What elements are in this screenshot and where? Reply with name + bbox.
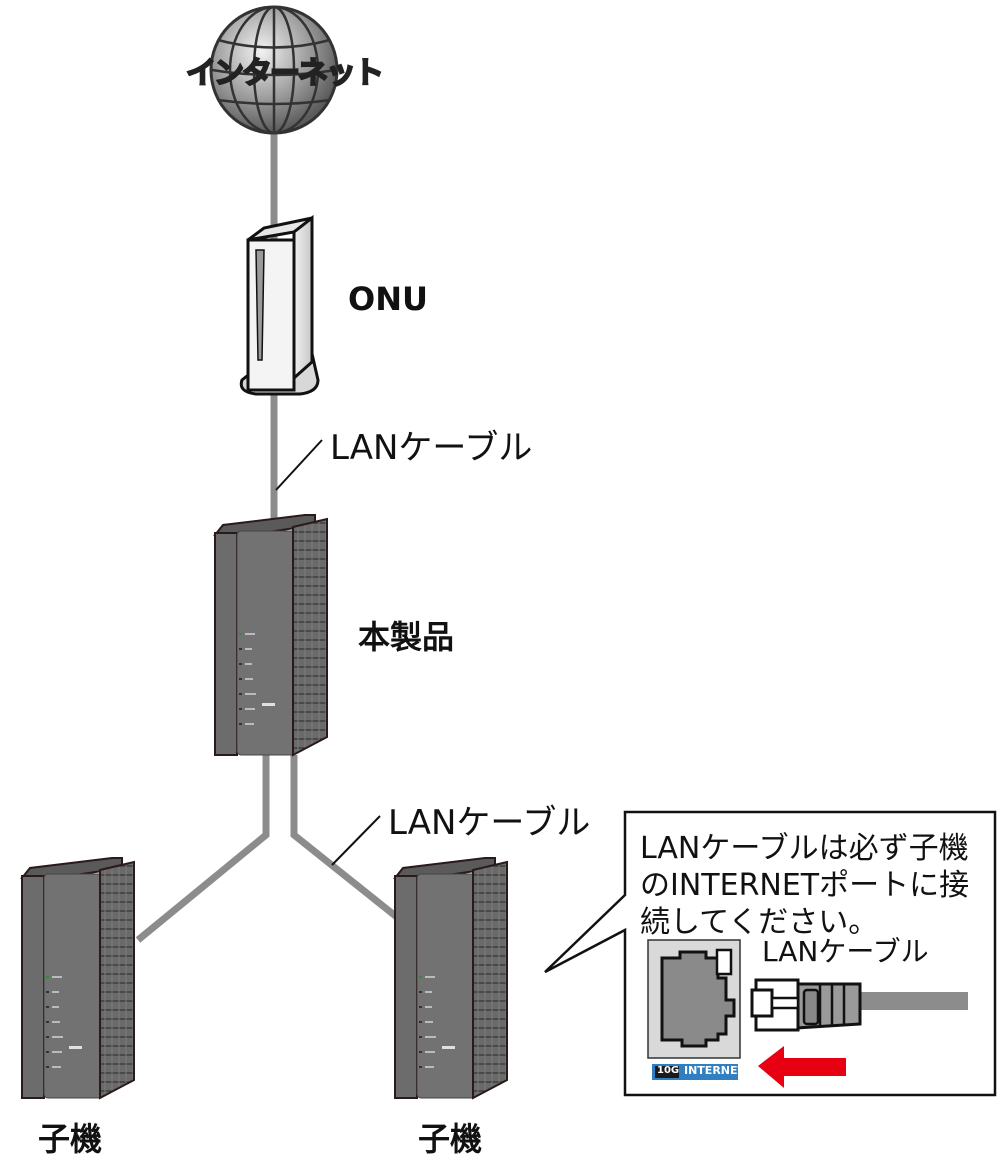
child-right-label: 子機 — [418, 1120, 483, 1158]
lan-plug-icon — [750, 978, 968, 1032]
child-left-label: 子機 — [38, 1120, 103, 1158]
internet-port-icon — [647, 939, 741, 1059]
port-badge-speed: 10G — [657, 1065, 680, 1076]
leader-line-cable-2 — [331, 815, 381, 866]
callout-line-3: 続してください。 — [640, 905, 879, 940]
onu-device-icon — [239, 214, 320, 396]
port-badge-name: INTERNET — [684, 1064, 746, 1077]
cable-label-1: LANケーブル — [330, 428, 533, 468]
child-router-right-icon — [394, 857, 508, 1099]
globe-icon — [209, 5, 339, 135]
router-icon — [214, 514, 328, 756]
insert-direction-arrow-icon — [758, 1046, 846, 1088]
callout-line-2: のINTERNETポートに接 — [640, 868, 970, 903]
cable-router-child-left — [135, 755, 270, 943]
cable-router-child-right — [290, 755, 401, 921]
callout-instruction: LANケーブルは必ず子機 のINTERNETポートに接 続してください。 — [640, 830, 969, 941]
callout-cable-label: LANケーブル — [762, 935, 929, 968]
main-router-label: 本製品 — [358, 618, 455, 656]
internet-label: インターネット — [185, 55, 385, 92]
onu-label: ONU — [348, 280, 428, 318]
callout-line-1: LANケーブルは必ず子機 — [640, 831, 969, 866]
port-badge — [652, 1064, 738, 1080]
child-router-left-icon — [21, 857, 135, 1099]
leader-line-cable-1 — [275, 439, 323, 491]
cable-label-2: LANケーブル — [388, 803, 591, 843]
